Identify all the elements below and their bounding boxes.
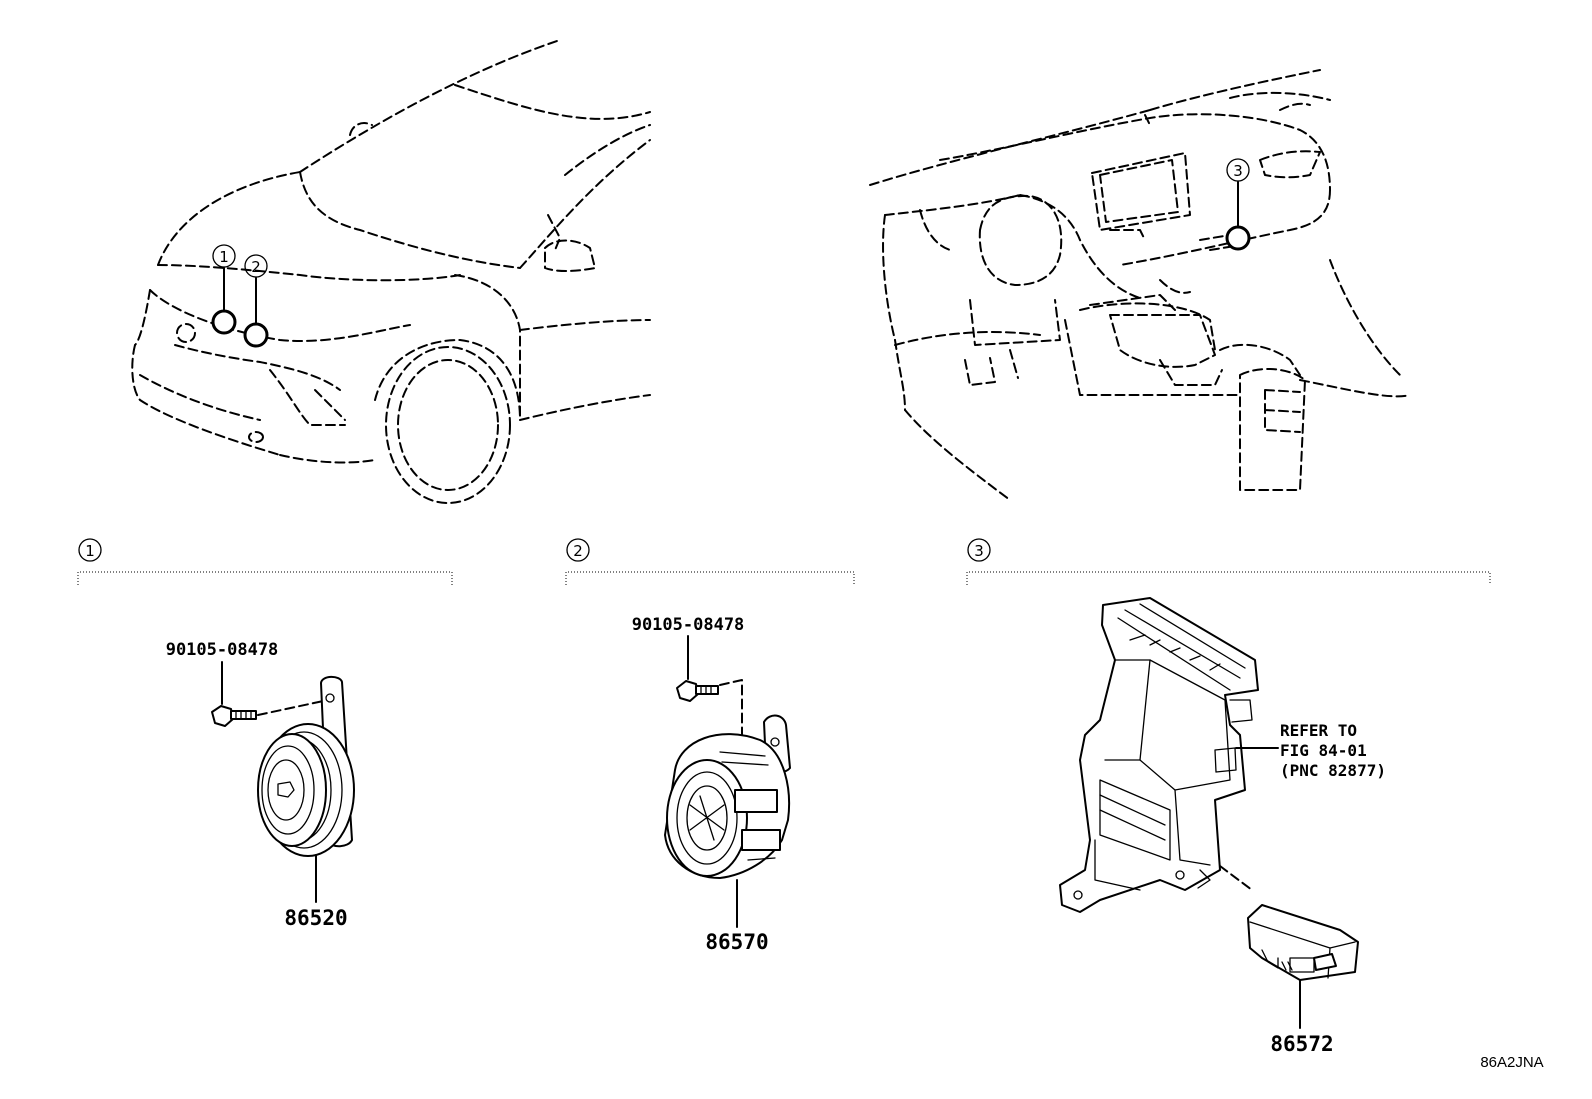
part-number-86570: 86570 — [705, 930, 768, 954]
vehicle-front-illustration — [131, 39, 651, 504]
reference-note-line-2: FIG 84-01 — [1280, 741, 1367, 760]
illustration-code: 86A2JNA — [1480, 1054, 1543, 1071]
section-1-number: 1 — [85, 542, 95, 560]
instrument-panel-illustration — [869, 69, 1411, 501]
part-number-bolt-90105-08478-a: 90105-08478 — [166, 640, 279, 660]
marker-1-label: 1 — [219, 248, 229, 266]
vehicle-location-marker-3: 3 — [1225, 158, 1251, 251]
bolt-90105-08478-b — [676, 680, 719, 702]
bracket-reference-note: REFER TO FIG 84-01 (PNC 82877) — [1235, 721, 1386, 780]
marker-3-label: 3 — [1233, 162, 1243, 180]
part-number-bolt-90105-08478-b: 90105-08478 — [632, 615, 745, 635]
bolt-90105-08478-a — [211, 705, 257, 727]
horn-high-assembly: 90105-08478 — [632, 615, 791, 928]
vehicle-location-marker-1: 1 — [211, 244, 237, 335]
section-header-1: 1 — [77, 538, 453, 585]
section-3-number: 3 — [974, 542, 984, 560]
section-header-2: 2 — [565, 538, 855, 585]
horn-low-assembly: 90105-08478 — [166, 640, 355, 903]
control-module — [1247, 904, 1359, 1029]
vehicle-location-marker-2: 2 — [243, 254, 269, 348]
instrument-panel-bracket — [1059, 597, 1259, 913]
reference-note-line-3: (PNC 82877) — [1280, 761, 1386, 780]
section-2-number: 2 — [573, 542, 583, 560]
reference-note-line-1: REFER TO — [1280, 721, 1357, 740]
part-number-86572: 86572 — [1270, 1032, 1333, 1056]
marker-2-label: 2 — [251, 258, 261, 276]
part-number-86520: 86520 — [284, 906, 347, 930]
section-header-3: 3 — [966, 538, 1491, 585]
